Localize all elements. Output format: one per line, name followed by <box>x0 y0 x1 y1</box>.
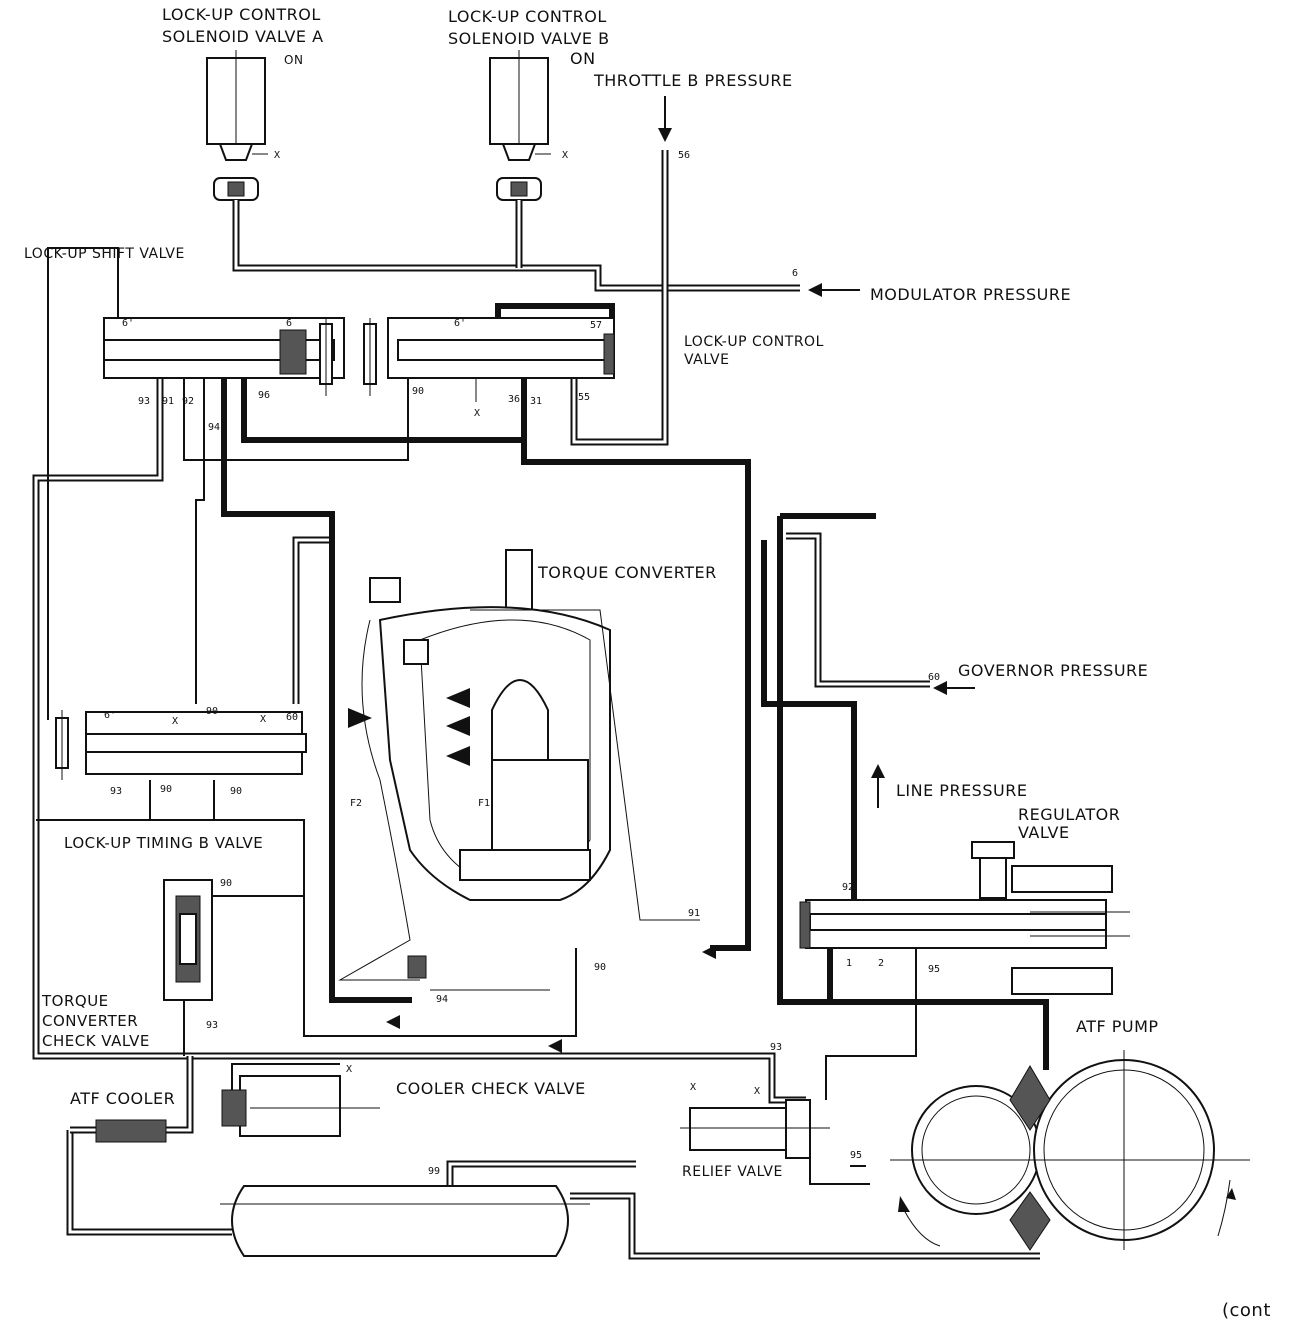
port-number: 1 <box>846 958 852 969</box>
port-number: 6 <box>792 268 798 279</box>
atf-pump-label: ATF PUMP <box>1076 1017 1159 1036</box>
cooler-check-label: COOLER CHECK VALVE <box>396 1079 586 1098</box>
solenoid-a-label-line2: SOLENOID VALVE A <box>162 27 324 46</box>
port-number: 2 <box>878 958 884 969</box>
port-number: F2 <box>350 798 362 809</box>
solenoid-valve-b <box>489 50 551 201</box>
port-number: 94 <box>436 994 448 1005</box>
relief-valve <box>680 1099 830 1159</box>
thick-pipes <box>221 303 1049 1070</box>
port-number: 31 <box>530 396 542 407</box>
continued-label: (cont <box>1222 1300 1271 1321</box>
port-number: 90 <box>160 784 172 795</box>
solenoid-b-label-line1: LOCK-UP CONTROL <box>448 7 607 26</box>
port-number: 93 <box>770 1042 782 1053</box>
port-number: 6' <box>454 318 466 329</box>
port-number: 92 <box>182 396 194 407</box>
port-number: 36 <box>508 394 520 405</box>
port-number: 57 <box>590 320 602 331</box>
port-numbers: 56 6 6' 6 6' 57 93 91 92 94 96 90 36 31 … <box>104 150 940 1177</box>
solenoid-b-state: ON <box>570 49 596 68</box>
port-number: 90 <box>206 706 218 717</box>
port-number: 93 <box>110 786 122 797</box>
hollow-pipes <box>32 150 1040 1260</box>
solenoid-a-label-line1: LOCK-UP CONTROL <box>162 5 321 24</box>
cooler-check-valve <box>221 1075 380 1137</box>
tc-check-label-line1: TORQUE <box>41 992 109 1010</box>
solenoid-b-label-line2: SOLENOID VALVE B <box>448 29 610 48</box>
lockup-shift-valve <box>103 317 345 396</box>
port-number: 6 <box>286 318 292 329</box>
torque-converter-check-valve <box>163 879 213 1001</box>
atf-cooler <box>95 1119 167 1143</box>
atf-cooler-label: ATF COOLER <box>70 1089 175 1108</box>
oil-strainer <box>220 1185 590 1257</box>
x-mark: X <box>690 1082 696 1093</box>
lockup-control-label-line1: LOCK-UP CONTROL <box>684 334 824 350</box>
lockup-timing-b-label: LOCK-UP TIMING B VALVE <box>64 834 263 852</box>
port-number: 90 <box>230 786 242 797</box>
pressure-arrows <box>386 96 975 1167</box>
tc-check-label-line3: CHECK VALVE <box>42 1032 150 1050</box>
port-number: F1 <box>478 798 490 809</box>
port-number: 91 <box>162 396 174 407</box>
port-number: 60 <box>928 672 940 683</box>
thin-pipes <box>36 247 917 1185</box>
tc-check-label-line2: CONVERTER <box>42 1012 138 1030</box>
x-mark: X <box>754 1086 760 1097</box>
lockup-timing-b-valve <box>55 710 307 780</box>
solenoid-valve-a <box>206 50 268 201</box>
x-mark: X <box>562 150 568 161</box>
port-number: 94 <box>208 422 220 433</box>
regulator-valve <box>799 841 1130 995</box>
x-mark: X <box>274 150 280 161</box>
port-number: 55 <box>578 392 590 403</box>
port-number: 56 <box>678 150 690 161</box>
port-number: 92 <box>842 882 854 893</box>
x-mark: X <box>474 408 480 419</box>
solenoid-a-state: ON <box>284 53 303 67</box>
x-mark: X <box>172 716 178 727</box>
x-mark: X <box>346 1064 352 1075</box>
torque-converter-label: TORQUE CONVERTER <box>537 563 717 582</box>
line-pressure-label: LINE PRESSURE <box>896 781 1027 800</box>
atf-pump <box>890 1050 1250 1251</box>
port-number: 90 <box>412 386 424 397</box>
port-number: 95 <box>850 1150 862 1161</box>
lockup-control-label-line2: VALVE <box>684 352 729 368</box>
torque-converter <box>338 549 700 991</box>
throttle-b-label: THROTTLE B PRESSURE <box>593 71 793 90</box>
regulator-label-line2: VALVE <box>1018 823 1070 842</box>
port-number: 93 <box>206 1020 218 1031</box>
relief-label: RELIEF VALVE <box>682 1164 783 1180</box>
plugged-port-marks: X X X X X X X X <box>172 150 760 1097</box>
port-number: 90 <box>594 962 606 973</box>
port-number: 95 <box>928 964 940 975</box>
port-number: 91 <box>688 908 700 919</box>
x-mark: X <box>260 714 266 725</box>
governor-label: GOVERNOR PRESSURE <box>958 661 1148 680</box>
port-number: 6' <box>104 710 116 721</box>
port-number: 60 <box>286 712 298 723</box>
regulator-label-line1: REGULATOR <box>1018 805 1120 824</box>
modulator-label: MODULATOR PRESSURE <box>870 285 1071 304</box>
lockup-shift-label: LOCK-UP SHIFT VALVE <box>24 246 185 262</box>
port-number: 90 <box>220 878 232 889</box>
port-number: 93 <box>138 396 150 407</box>
port-number: 96 <box>258 390 270 401</box>
lockup-control-valve <box>363 317 615 402</box>
port-number: 6' <box>122 318 134 329</box>
port-number: 99 <box>428 1166 440 1177</box>
